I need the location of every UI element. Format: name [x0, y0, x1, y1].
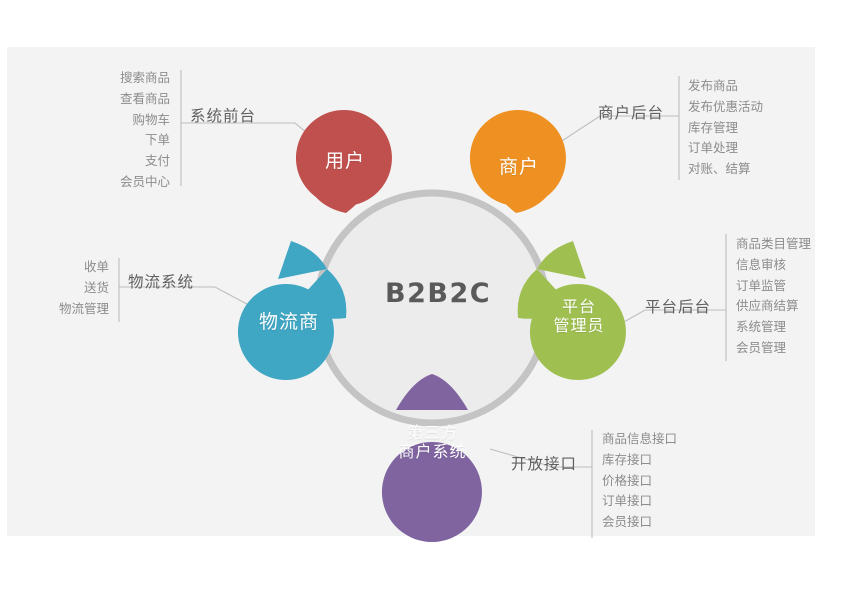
center-label: B2B2C	[385, 278, 492, 309]
leaf-item: 库存管理	[688, 119, 739, 135]
leaf-item: 商品类目管理	[736, 236, 812, 251]
leaf-list-logistics-system: 收单 送货 物流管理	[0, 257, 109, 319]
leaf-item: 订单接口	[602, 493, 653, 509]
leaf-item: 支付	[144, 153, 170, 169]
node-pin-thirdparty	[381, 374, 482, 542]
leaf-item: 供应商结算	[736, 298, 799, 314]
leaf-item: 物流管理	[58, 300, 109, 316]
leaf-item: 发布优惠活动	[688, 98, 764, 114]
node-pin-logistics	[237, 241, 347, 380]
leaf-item: 订单监管	[736, 277, 787, 293]
leaf-item: 订单处理	[688, 140, 739, 156]
leaf-item: 商品信息接口	[602, 431, 678, 446]
leaf-item: 会员接口	[602, 514, 653, 530]
leaf-item: 查看商品	[119, 90, 170, 106]
leaf-item: 对账、结算	[688, 161, 751, 177]
leaf-item: 价格接口	[602, 472, 653, 488]
leaf-list-merchant-backend: 发布商品 发布优惠活动 库存管理 订单处理 对账、结算	[688, 76, 838, 180]
branch-title-logistics-system: 物流系统	[128, 273, 195, 291]
leaf-list-front-office: 搜索商品 查看商品 购物车 下单 支付 会员中心	[40, 68, 170, 193]
leaf-item: 库存接口	[602, 451, 653, 467]
leaf-item: 收单	[83, 259, 109, 274]
leaf-item: 会员中心	[119, 173, 170, 189]
leaf-item: 送货	[83, 279, 109, 295]
leaf-item: 发布商品	[688, 78, 739, 93]
node-pin-platform	[517, 241, 626, 380]
branch-title-platform-backend: 平台后台	[645, 298, 712, 316]
branch-title-front-office: 系统前台	[190, 107, 257, 125]
leaf-item: 会员管理	[736, 339, 787, 355]
leaf-item: 下单	[144, 132, 170, 148]
leaf-list-open-api: 商品信息接口 库存接口 价格接口 订单接口 会员接口	[602, 429, 742, 533]
leaf-item: 信息审核	[736, 256, 787, 272]
leaf-list-platform-backend: 商品类目管理 信息审核 订单监管 供应商结算 系统管理 会员管理	[736, 234, 865, 359]
connector-merchant-backend	[544, 76, 680, 180]
connector-logistics	[118, 258, 259, 322]
leaf-item: 系统管理	[736, 319, 787, 335]
node-pin-user	[295, 110, 392, 213]
branch-title-merchant-backend: 商户后台	[598, 104, 665, 122]
branch-title-open-api: 开放接口	[511, 455, 578, 473]
connector-lines	[118, 70, 727, 538]
node-pin-merchant	[469, 110, 566, 213]
connector-open-api	[489, 430, 593, 538]
leaf-item: 购物车	[132, 111, 170, 127]
leaf-item: 搜索商品	[119, 70, 170, 85]
